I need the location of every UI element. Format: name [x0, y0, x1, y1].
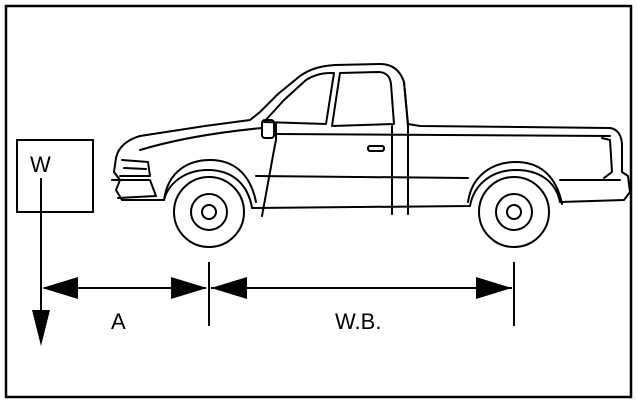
- cab-back: [403, 81, 409, 215]
- headlight: [119, 159, 151, 177]
- diagram-border: [4, 4, 633, 399]
- weight-label: W: [30, 152, 51, 177]
- wheelbase-left-arrowhead: [211, 277, 247, 299]
- weight-box: [16, 139, 94, 213]
- front-tire: [173, 176, 245, 248]
- dimension-a-left-arrowhead: [42, 277, 78, 299]
- front-hub: [201, 204, 217, 220]
- rear-wheel-well: [467, 161, 563, 205]
- upper-body-line: [275, 133, 611, 137]
- windshield: [263, 72, 335, 125]
- hood-line: [139, 127, 263, 151]
- dimension-a-right-arrowhead: [171, 277, 207, 299]
- truck-body-outline: [113, 63, 631, 209]
- side-window: [331, 71, 395, 127]
- dimension-a-label: A: [111, 309, 126, 334]
- wheelbase-label: W.B.: [335, 309, 381, 334]
- side-mirror: [261, 119, 275, 139]
- mid-body-line: [255, 175, 469, 179]
- rear-tire: [478, 176, 550, 248]
- rear-hub: [506, 204, 522, 220]
- wheelbase-right-arrowhead: [476, 277, 512, 299]
- weight-down-arrow: [32, 310, 50, 346]
- tailgate: [601, 137, 613, 179]
- door-handle: [367, 145, 385, 152]
- grille-line: [123, 167, 147, 170]
- front-bumper: [111, 179, 157, 199]
- front-wheel-well: [163, 159, 257, 203]
- front-rim: [190, 193, 228, 231]
- pickup-truck-illustration: [111, 63, 631, 248]
- rear-rim: [495, 193, 533, 231]
- door-outline: [261, 123, 277, 217]
